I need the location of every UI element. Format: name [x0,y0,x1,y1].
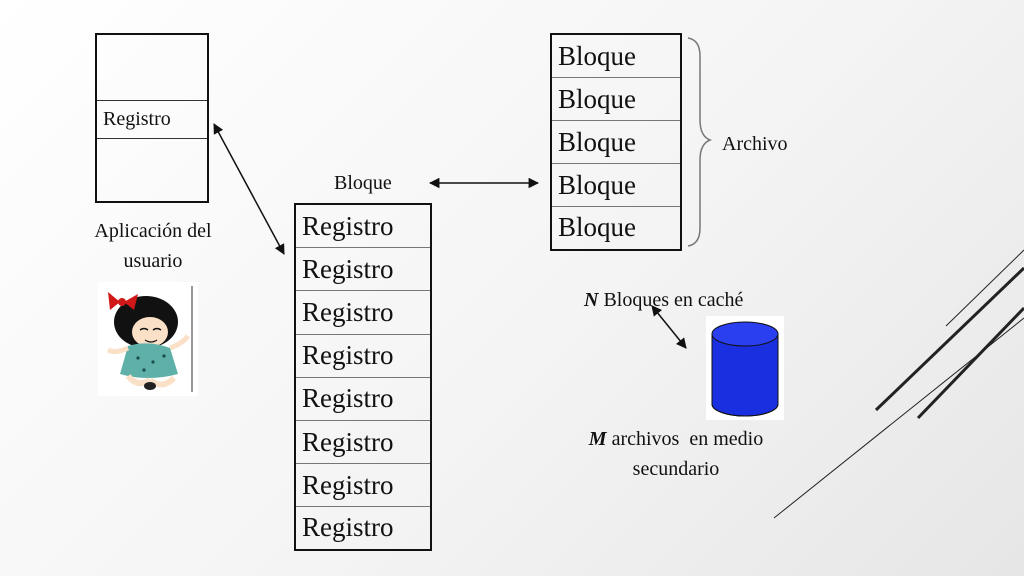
storage-caption: M archivos en medio secundario [588,428,764,480]
app-caption: Aplicación del usuario [94,220,212,272]
buffer-record: Registro [296,464,430,508]
buffer-record: Registro [296,248,430,292]
arrow-cache-to-storage [651,305,687,349]
buffer-record: Registro [296,335,430,378]
archivo-brace [687,37,713,247]
buffer-record: Registro [296,291,430,335]
cache-box: Bloque Bloque Bloque Bloque Bloque [550,33,682,251]
cache-block: Bloque [558,212,636,242]
disk-icon [706,316,784,420]
cache-block: Bloque [552,78,680,121]
app-record-box: Registro [95,33,209,203]
mafalda-illustration [98,282,198,396]
cache-block: Bloque [552,164,680,207]
buffer-record: Registro [296,421,430,465]
cache-block: Bloque [552,121,680,164]
cache-block: Bloque [552,35,680,78]
archivo-label: Archivo [722,133,788,155]
buffer-label: Bloque [334,172,392,194]
app-record-label: Registro [97,101,207,139]
buffer-box: Registro Registro Registro Registro Regi… [294,203,432,551]
buffer-record: Registro [296,205,430,249]
buffer-record: Registro [302,512,394,543]
buffer-record: Registro [296,378,430,421]
arrow-app-to-buffer [213,123,285,255]
decorative-lines [773,249,1024,519]
cache-caption: N Bloques en caché [584,289,744,311]
